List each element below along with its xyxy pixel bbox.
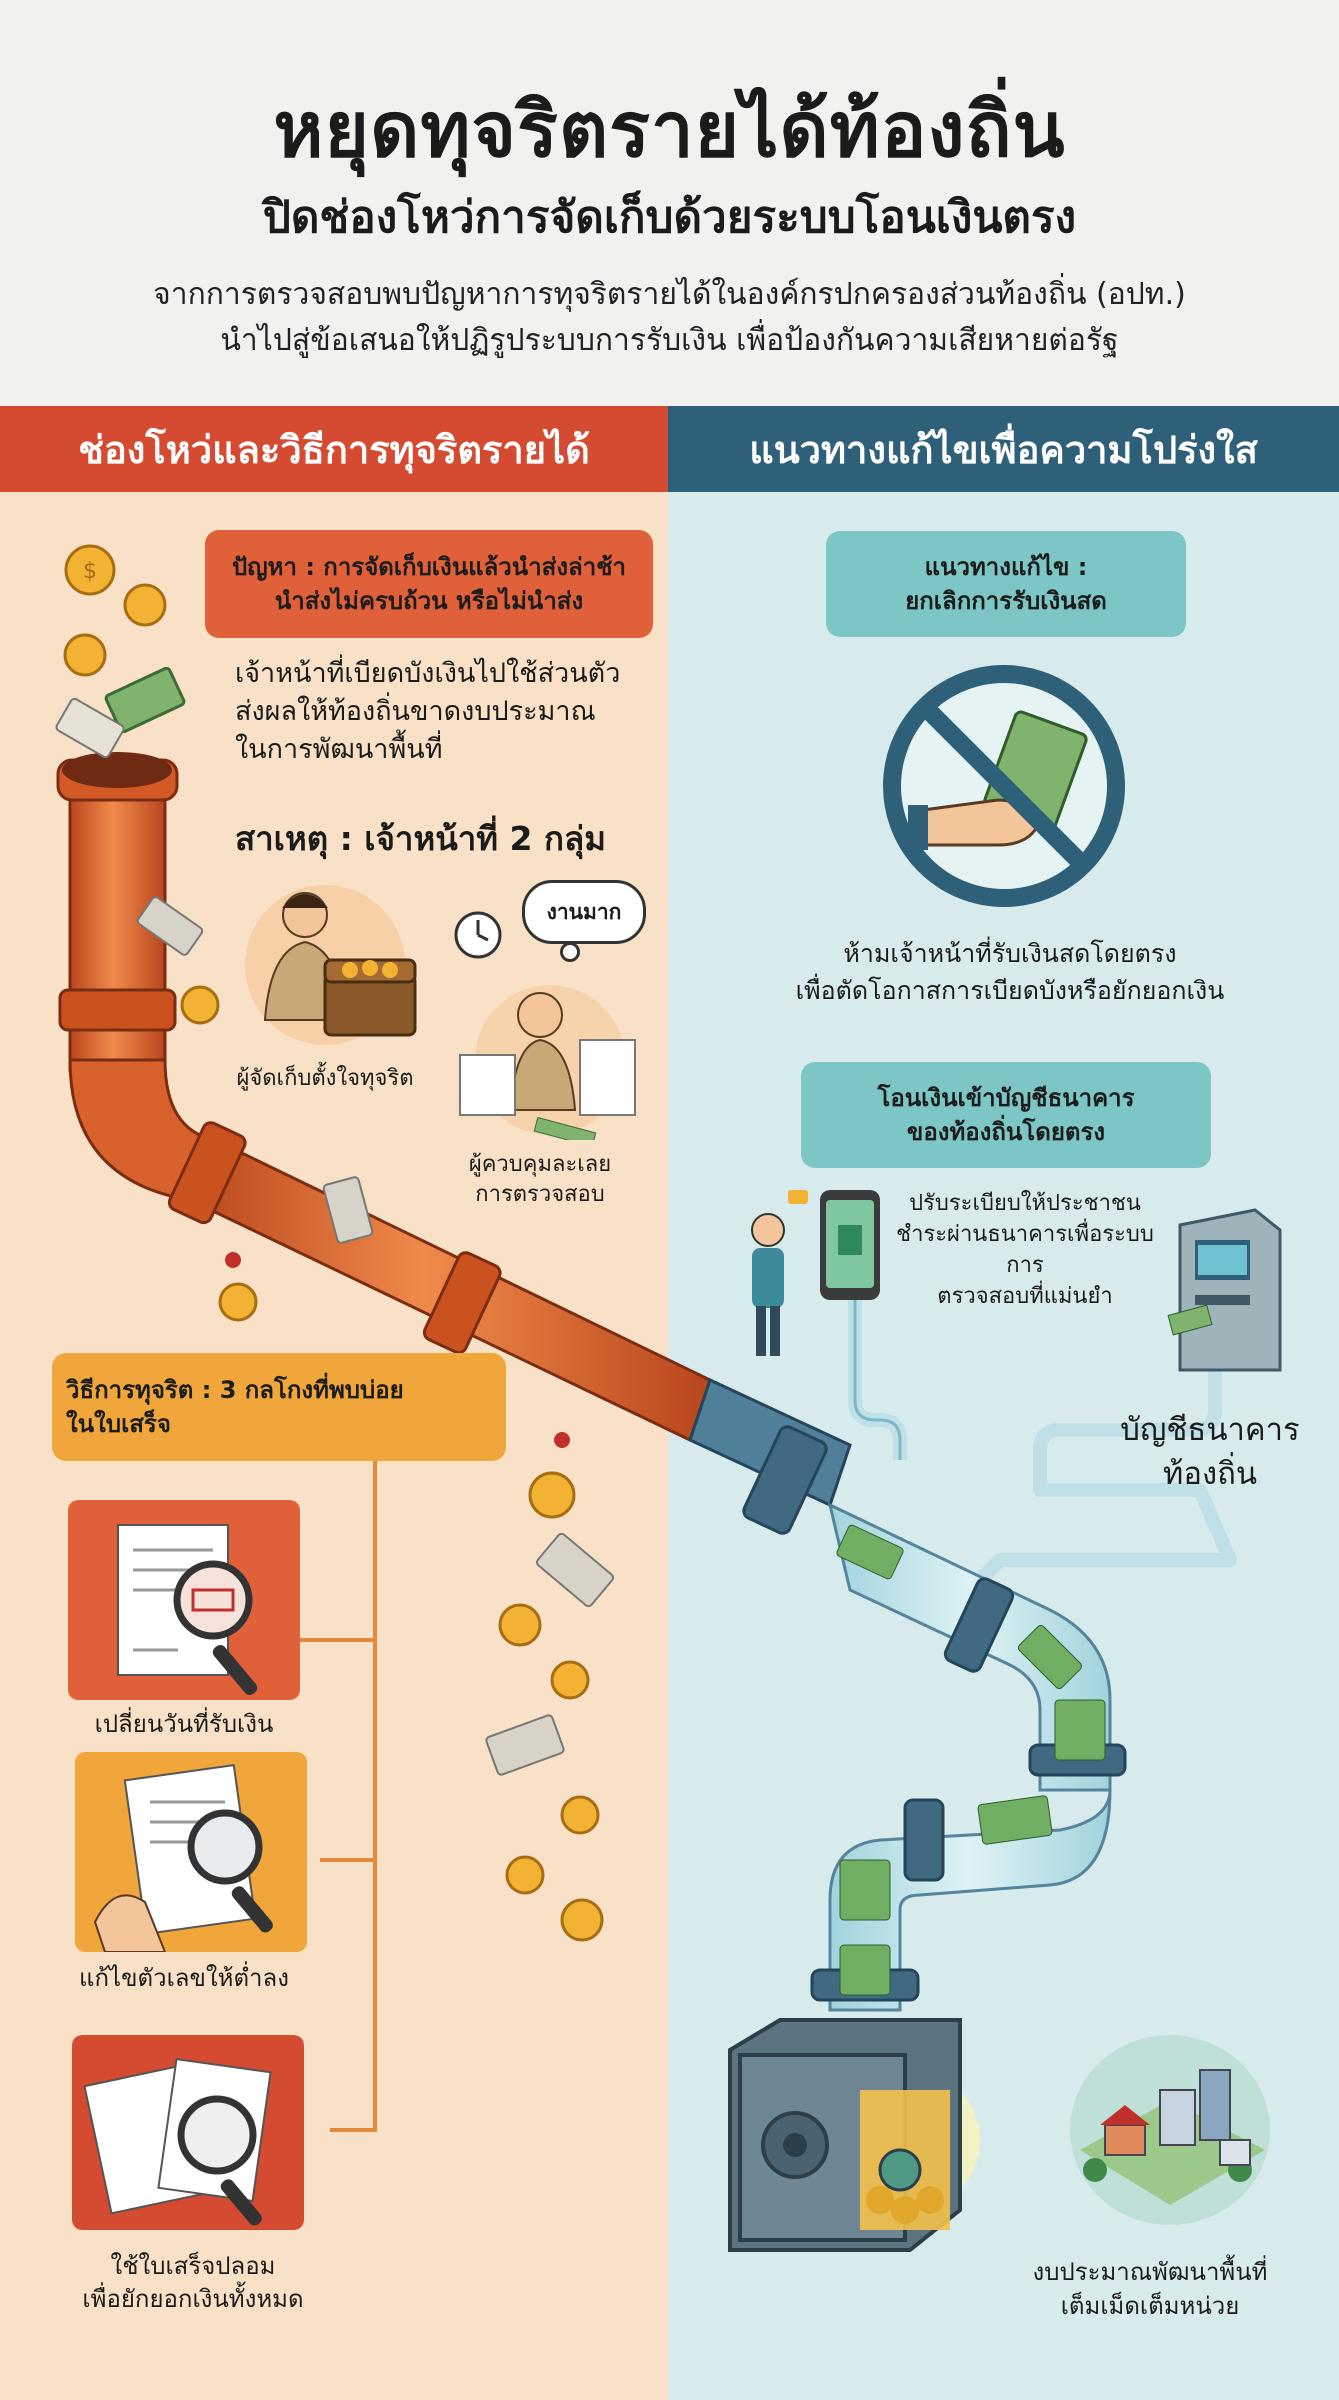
intro-line-2: นำไปสู่ข้อเสนอให้ปฏิรูประบบการรับเงิน เพ…: [220, 323, 1119, 358]
bank-line-1: บัญชีธนาคาร: [1120, 1412, 1300, 1448]
no-cash-icon: [883, 665, 1125, 907]
phone-payment-icon: [751, 1190, 880, 1356]
group2-caption-line-1: ผู้ควบคุมละเลย: [468, 1152, 612, 1177]
coin-icon: [63, 633, 107, 677]
method3-caption-line-2: เพื่อยักยอกเงินทั้งหมด: [82, 2285, 304, 2313]
banknote-icon: [55, 697, 125, 759]
right-panel-heading: แนวทางแก้ไขเพื่อความโปร่งใส: [668, 406, 1339, 492]
methods-line-1: วิธีการทุจริต : 3 กลโกงที่พบบ่อย: [66, 1376, 404, 1404]
page-subtitle: ปิดช่องโหว่การจัดเก็บด้วยระบบโอนเงินตรง: [262, 192, 1077, 243]
solution-line-1: แนวทางแก้ไข :: [924, 553, 1088, 581]
coin-icon: [123, 583, 167, 627]
solution-box: แนวทางแก้ไข : ยกเลิกการรับเงินสด: [826, 531, 1186, 637]
coin-icon: $: [64, 544, 116, 596]
coin-icon: [498, 1603, 542, 1647]
methods-box: วิธีการทุจริต : 3 กลโกงที่พบบ่อย ในใบเสร…: [52, 1353, 506, 1461]
group2-caption: ผู้ควบคุมละเลย การตรวจสอบ: [440, 1150, 640, 1210]
banknote-icon: [535, 1532, 615, 1608]
effect-line-1: เจ้าหน้าที่เบียดบังเงินไปใช้ส่วนตัว: [235, 658, 621, 689]
coin-icon: [505, 1855, 545, 1895]
no-cash-line-2: เพื่อตัดโอกาสการเบียดบังหรือยักยอกเงิน: [795, 976, 1225, 1005]
intro-text: จากการตรวจสอบพบปัญหาการทุจริตรายได้ในองค…: [0, 272, 1339, 364]
method1-illustration: [68, 1500, 300, 1700]
transfer-line-2: ของท้องถิ่นโดยตรง: [906, 1118, 1106, 1146]
magnifier-icon: [177, 2095, 262, 2226]
no-cash-text: ห้ามเจ้าหน้าที่รับเงินสดโดยตรง เพื่อตัดโ…: [760, 935, 1260, 1009]
svg-text:$: $: [83, 559, 97, 584]
method2-illustration: [75, 1752, 307, 1952]
method1-caption: เปลี่ยนวันที่รับเงิน: [94, 1710, 274, 1738]
method3-caption: ใช้ใบเสร็จปลอม เพื่อยักยอกเงินทั้งหมด: [48, 2250, 338, 2316]
banknote-icon: [485, 1714, 565, 1776]
reform-text: ปรับระเบียบให้ประชาชน ชำระผ่านธนาคารเพื่…: [880, 1188, 1170, 1312]
supervisor-icon: [454, 911, 636, 1140]
bank-line-2: ท้องถิ่น: [1162, 1456, 1258, 1492]
city-icon: [1070, 2035, 1270, 2225]
reform-line-3: ตรวจสอบที่แม่นยำ: [937, 1284, 1113, 1309]
reform-line-1: ปรับระเบียบให้ประชาชน: [909, 1191, 1141, 1216]
coin-icon: [528, 1471, 576, 1519]
atm-icon: [1167, 1208, 1282, 1372]
reform-line-2: ชำระผ่านธนาคารเพื่อระบบการ: [896, 1222, 1154, 1278]
no-cash-line-1: ห้ามเจ้าหน้าที่รับเงินสดโดยตรง: [843, 939, 1177, 968]
clerk-icon: [245, 885, 417, 1045]
treasure-chest-icon: [323, 958, 417, 1037]
effect-line-3: ในการพัฒนาพื้นที่: [235, 734, 443, 765]
banknote-icon: [322, 1176, 374, 1244]
bubble-tail: [560, 942, 580, 962]
left-panel-heading: ช่องโหว่และวิธีการทุจริตรายได้: [0, 406, 668, 492]
cause-heading: สาเหตุ : เจ้าหน้าที่ 2 กลุ่ม: [235, 819, 606, 858]
bank-account-label: บัญชีธนาคาร ท้องถิ่น: [1095, 1408, 1325, 1496]
banknote-icon: [136, 896, 204, 956]
intro-line-1: จากการตรวจสอบพบปัญหาการทุจริตรายได้ในองค…: [153, 277, 1186, 312]
magnifier-icon: [187, 1809, 273, 1933]
safe-icon: [728, 2018, 980, 2252]
transfer-line-1: โอนเงินเข้าบัญชีธนาคาร: [877, 1084, 1135, 1112]
effect-text: เจ้าหน้าที่เบียดบังเงินไปใช้ส่วนตัว ส่งผ…: [235, 655, 655, 769]
coin-icon: [218, 1282, 258, 1322]
transfer-box: โอนเงินเข้าบัญชีธนาคาร ของท้องถิ่นโดยตรง: [801, 1062, 1211, 1168]
magnifier-icon: [173, 1560, 258, 1696]
coin-icon: [560, 1898, 604, 1942]
problem-line-2: นำส่งไม่ครบถ้วน หรือไม่นำส่ง: [274, 587, 584, 615]
person-icon: [751, 1213, 785, 1356]
banknote-icon: [104, 666, 186, 734]
method3-caption-line-1: ใช้ใบเสร็จปลอม: [110, 2252, 276, 2280]
coin-icon: [560, 1795, 600, 1835]
page-title: หยุดทุจริตรายได้ท้องถิ่น: [273, 85, 1066, 174]
problem-box: ปัญหา : การจัดเก็บเงินแล้วนำส่งล่าช้า นำ…: [205, 530, 653, 638]
budget-caption: งบประมาณพัฒนาพื้นที่ เต็มเม็ดเต็มหน่วย: [1000, 2255, 1300, 2323]
method2-caption: แก้ไขตัวเลขให้ต่ำลง: [79, 1964, 289, 1992]
falling-money: $: [55, 544, 615, 1942]
methods-line-2: ในใบเสร็จ: [66, 1410, 171, 1438]
effect-line-2: ส่งผลให้ท้องถิ่นขาดงบประมาณ: [235, 696, 596, 727]
clock-icon: [454, 911, 502, 959]
coin-icon: [180, 985, 220, 1025]
group1-caption: ผู้จัดเก็บตั้งใจทุจริต: [236, 1066, 414, 1091]
solution-line-2: ยกเลิกการรับเงินสด: [905, 587, 1107, 615]
method3-illustration: [72, 2035, 304, 2230]
overwork-bubble: งานมาก: [522, 880, 646, 944]
coin-icon: [550, 1660, 590, 1700]
group2-caption-line-2: การตรวจสอบ: [475, 1182, 605, 1207]
budget-line-2: เต็มเม็ดเต็มหน่วย: [1060, 2292, 1240, 2320]
problem-line-1: ปัญหา : การจัดเก็บเงินแล้วนำส่งล่าช้า: [232, 553, 626, 581]
budget-line-1: งบประมาณพัฒนาพื้นที่: [1032, 2258, 1268, 2286]
